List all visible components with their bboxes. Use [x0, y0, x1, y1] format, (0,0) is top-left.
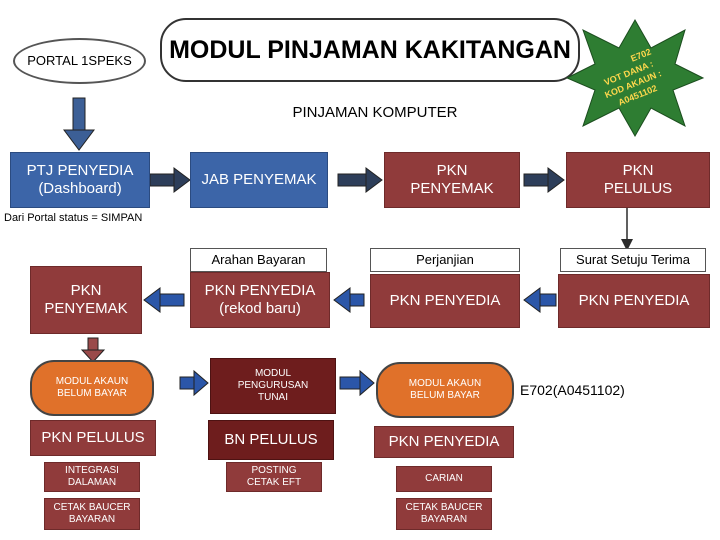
pkn-penyemak-label-top: PKN PENYEMAK — [410, 162, 494, 197]
jab-penyemak-label: JAB PENYEMAK — [201, 171, 317, 188]
modul-akaun-mid-label: MODUL AKAUN BELUM BAYAR — [408, 378, 482, 401]
cetak-baucer-mid-label: CETAK BAUCER BAYARAN — [405, 502, 483, 525]
cetak-baucer-mid-box: CETAK BAUCER BAYARAN — [396, 498, 492, 530]
modul-akaun-left-label: MODUL AKAUN BELUM BAYAR — [55, 376, 129, 399]
arrow-jab-to-pkn-penyemak — [337, 167, 383, 193]
modul-akaun-left-oval: MODUL AKAUN BELUM BAYAR — [30, 360, 154, 416]
cetak-baucer-left-box: CETAK BAUCER BAYARAN — [44, 498, 140, 530]
arrow-portal-down — [63, 97, 95, 151]
perjanjian-label-box: Perjanjian — [370, 248, 520, 272]
arrow-right-to-mid — [523, 287, 557, 313]
arrow-pengurusan-to-akaun — [339, 369, 375, 397]
bn-pelulus-label: BN PELULUS — [224, 431, 318, 448]
arahan-bayaran-label: Arahan Bayaran — [211, 252, 306, 268]
pkn-penyedia-mid-box: PKN PENYEDIA — [370, 274, 520, 328]
jab-penyemak-box: JAB PENYEMAK — [190, 152, 328, 208]
arahan-bayaran-label-box: Arahan Bayaran — [190, 248, 327, 272]
pkn-penyemak-box-top: PKN PENYEMAK — [384, 152, 520, 208]
module-title: MODUL PINJAMAN KAKITANGAN — [169, 35, 571, 64]
pkn-penyedia-rekod-label: PKN PENYEDIA (rekod baru) — [204, 282, 316, 317]
arrow-pkn-penyemak-down — [80, 337, 106, 363]
modul-pengurusan-tunai-box: MODUL PENGURUSAN TUNAI — [210, 358, 336, 414]
perjanjian-label: Perjanjian — [416, 252, 474, 268]
arrow-akaun-to-pengurusan — [179, 369, 209, 397]
posting-cetak-eft-label: POSTING CETAK EFT — [246, 465, 302, 488]
surat-setuju-label-box: Surat Setuju Terima — [560, 248, 706, 272]
carian-box: CARIAN — [396, 466, 492, 492]
status-note: Dari Portal status = SIMPAN — [4, 212, 143, 224]
ptj-penyedia-box: PTJ PENYEDIA (Dashboard) — [10, 152, 150, 208]
pkn-penyedia-rekod-box: PKN PENYEDIA (rekod baru) — [190, 272, 330, 328]
pkn-penyedia-row5-label: PKN PENYEDIA — [388, 433, 500, 450]
arrow-ptj-to-jab — [149, 167, 191, 193]
star-badge: E702 VOT DANA : KOD AKAUN : A0451102 — [565, 18, 705, 138]
bn-pelulus-box: BN PELULUS — [208, 420, 334, 460]
integrasi-dalaman-box: INTEGRASI DALAMAN — [44, 462, 140, 492]
integrasi-dalaman-label: INTEGRASI DALAMAN — [65, 465, 119, 488]
pkn-penyemak-box: PKN PENYEMAK — [30, 266, 142, 334]
module-title-banner: MODUL PINJAMAN KAKITANGAN — [160, 18, 580, 82]
modul-pengurusan-tunai-label: MODUL PENGURUSAN TUNAI — [237, 368, 309, 403]
pkn-penyedia-row5-box: PKN PENYEDIA — [374, 426, 514, 458]
portal-label: PORTAL 1SPEKS — [27, 53, 132, 69]
pkn-penyedia-right-box: PKN PENYEDIA — [558, 274, 710, 328]
portal-label-oval: PORTAL 1SPEKS — [13, 38, 146, 84]
arrow-penyemak-to-pelulus — [523, 167, 565, 193]
carian-label: CARIAN — [425, 473, 463, 484]
ptj-penyedia-label: PTJ PENYEDIA (Dashboard) — [26, 162, 134, 197]
pkn-pelulus-label: PKN PELULUS — [41, 429, 145, 446]
pkn-pelulus-box-top: PKN PELULUS — [566, 152, 710, 208]
subtitle: PINJAMAN KOMPUTER — [292, 104, 458, 121]
arrow-mid-to-rekod — [333, 287, 365, 313]
pkn-pelulus-label-top: PKN PELULUS — [603, 162, 673, 197]
pkn-penyedia-right-label: PKN PENYEDIA — [578, 292, 690, 309]
account-code-text: E702(A0451102) — [520, 382, 625, 398]
cetak-baucer-left-label: CETAK BAUCER BAYARAN — [53, 502, 131, 525]
pkn-pelulus-box: PKN PELULUS — [30, 420, 156, 456]
modul-akaun-mid-oval: MODUL AKAUN BELUM BAYAR — [376, 362, 514, 418]
surat-setuju-label: Surat Setuju Terima — [576, 252, 690, 268]
pkn-penyemak-label: PKN PENYEMAK — [44, 282, 128, 317]
pkn-penyedia-mid-label: PKN PENYEDIA — [389, 292, 501, 309]
posting-cetak-eft-box: POSTING CETAK EFT — [226, 462, 322, 492]
arrow-rekod-to-pkn-penyemak — [143, 287, 185, 313]
